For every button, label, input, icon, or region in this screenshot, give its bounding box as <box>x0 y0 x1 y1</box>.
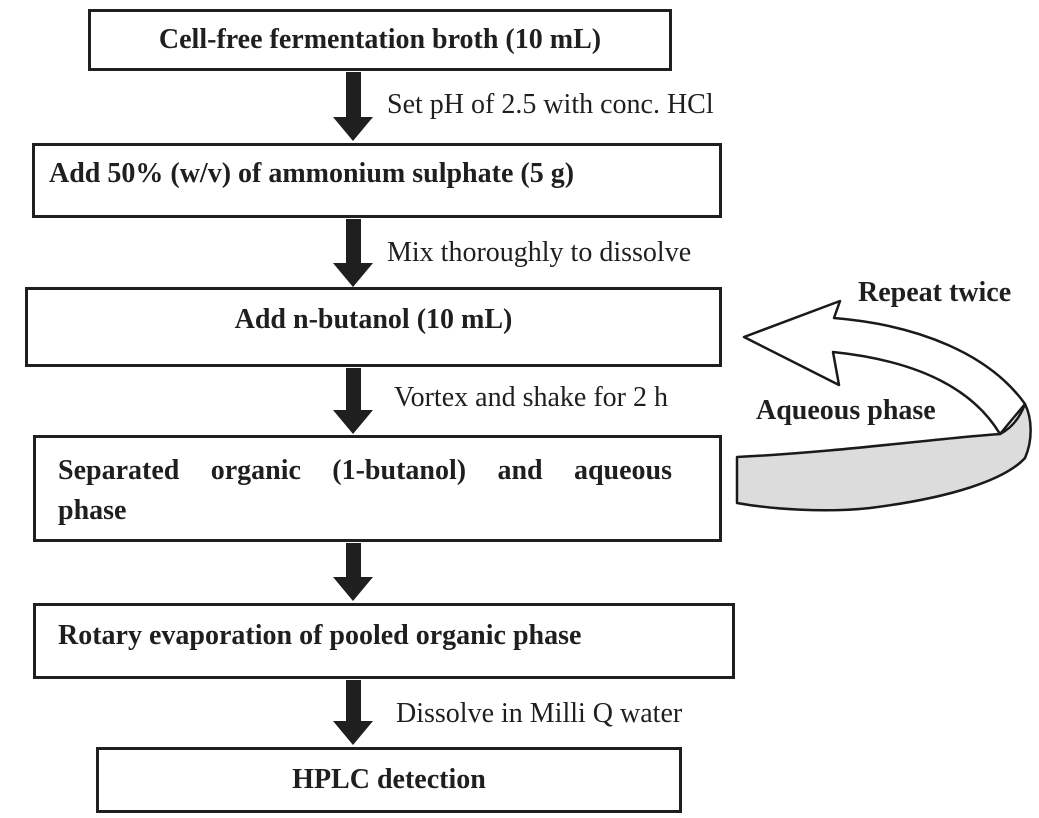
box-ammonium-sulphate-label: Add 50% (w/v) of ammonium sulphate (5 g) <box>49 158 575 189</box>
down-arrow-icon-3 <box>333 368 373 434</box>
arrow-shaft <box>345 368 361 410</box>
arrow-head <box>333 263 373 287</box>
arrow-shaft <box>345 72 361 117</box>
box-n-butanol: Add n-butanol (10 mL) <box>25 287 722 367</box>
transition-label-set-ph: Set pH of 2.5 with conc. HCl <box>387 89 714 120</box>
arrow-head <box>333 721 373 745</box>
box-hplc-detection: HPLC detection <box>96 747 682 813</box>
down-arrow-icon-1 <box>333 72 373 141</box>
box-rotary-evaporation: Rotary evaporation of pooled organic pha… <box>33 603 735 679</box>
box-separated-phases: Separated organic (1-butanol) and aqueou… <box>33 435 722 542</box>
box-n-butanol-label: Add n-butanol (10 mL) <box>234 304 513 335</box>
arrow-head <box>333 577 373 601</box>
arrow-shaft <box>345 219 361 263</box>
transition-label-vortex: Vortex and shake for 2 h <box>394 382 668 413</box>
box-ammonium-sulphate: Add 50% (w/v) of ammonium sulphate (5 g) <box>32 143 722 218</box>
transition-label-dissolve: Dissolve in Milli Q water <box>396 698 683 729</box>
repeat-twice-label: Repeat twice <box>858 277 1012 308</box>
arrow-shaft <box>345 543 361 577</box>
box-rotary-evaporation-label: Rotary evaporation of pooled organic pha… <box>58 620 582 651</box>
down-arrow-icon-5 <box>333 680 373 745</box>
aqueous-phase-label: Aqueous phase <box>756 395 936 426</box>
transition-label-mix: Mix thoroughly to dissolve <box>387 237 692 268</box>
arrow-head <box>333 117 373 141</box>
down-arrow-icon-2 <box>333 219 373 287</box>
down-arrow-icon-4 <box>333 543 373 601</box>
box-separated-phases-label: Separated organic (1-butanol) and aqueou… <box>58 455 672 526</box>
box-fermentation-broth: Cell-free fermentation broth (10 mL) <box>88 9 672 71</box>
box-hplc-detection-label: HPLC detection <box>292 764 486 796</box>
arrow-head <box>333 410 373 434</box>
box-fermentation-broth-label: Cell-free fermentation broth (10 mL) <box>158 24 602 56</box>
arrow-shaft <box>345 680 361 721</box>
